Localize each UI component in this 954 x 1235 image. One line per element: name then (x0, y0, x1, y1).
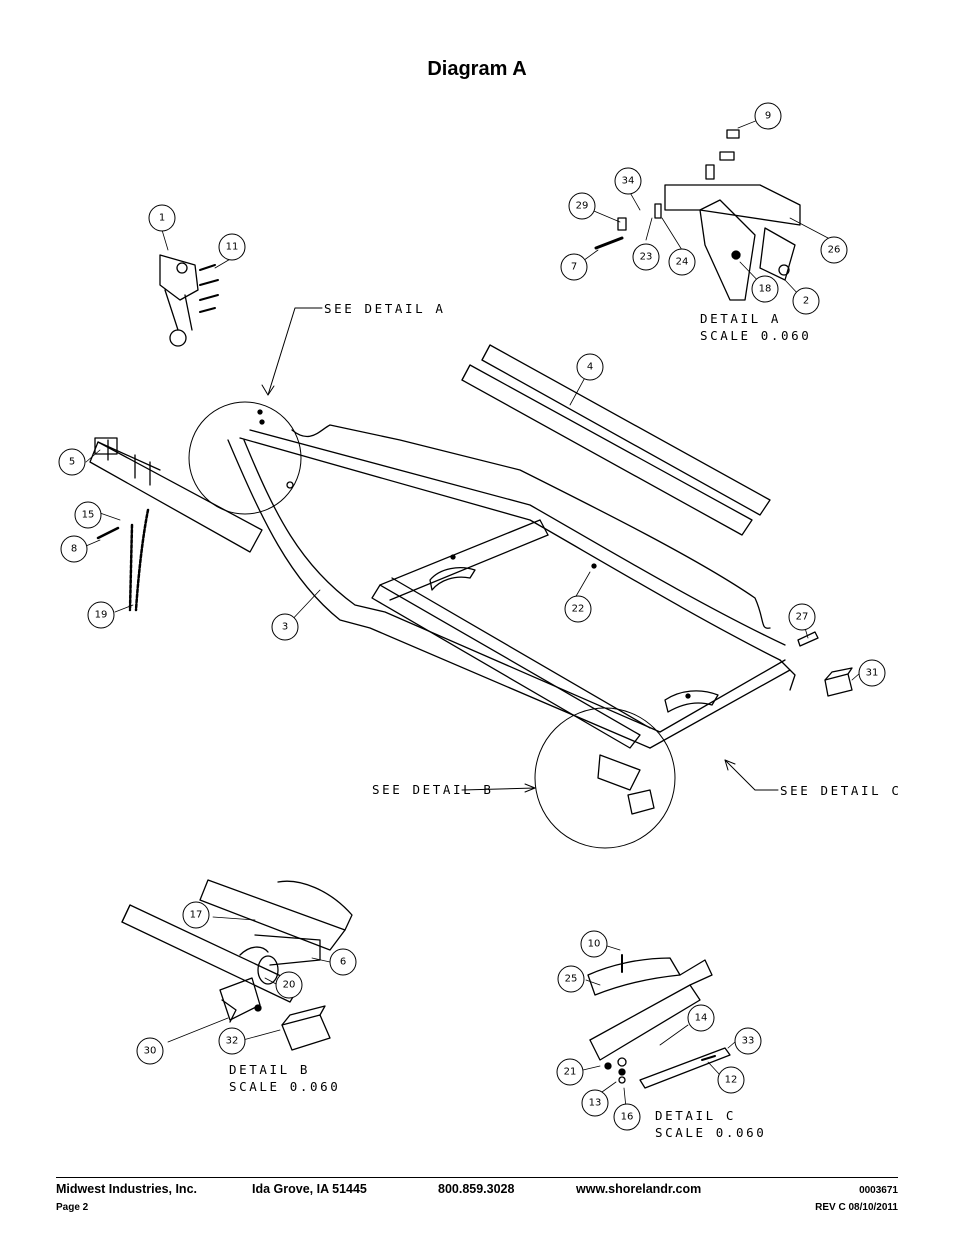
callout-15 (74, 501, 102, 529)
callout-24-text: 24 (676, 257, 689, 268)
callout-4-text: 4 (587, 362, 593, 373)
footer-doc-number: 0003671 (859, 1185, 898, 1196)
callout-7-text: 7 (571, 262, 577, 273)
callout-30-text: 30 (144, 1046, 157, 1057)
callout-11-text: 11 (226, 242, 239, 253)
callout-12 (717, 1066, 745, 1094)
callout-25 (557, 965, 585, 993)
callout-31 (858, 659, 886, 687)
callout-32 (218, 1027, 246, 1055)
callout-9 (754, 102, 782, 130)
callout-9-text: 9 (765, 111, 771, 122)
callout-25-text: 25 (565, 974, 578, 985)
callout-19 (87, 601, 115, 629)
see-detail-b-label: SEE DETAIL B (372, 782, 494, 797)
see-detail-a-label: SEE DETAIL A (324, 301, 446, 316)
page-title: Diagram A (427, 58, 527, 80)
callout-8 (60, 535, 88, 563)
detail-a-scale: SCALE 0.060 (700, 328, 811, 343)
callout-5-text: 5 (69, 457, 75, 468)
callout-20-text: 20 (283, 980, 296, 991)
see-detail-c-label: SEE DETAIL C (780, 783, 902, 798)
callout-29-text: 29 (576, 201, 589, 212)
footer-page: Page 2 (56, 1202, 89, 1213)
callout-18 (751, 275, 779, 303)
callout-26 (820, 236, 848, 264)
callout-6-text: 6 (340, 957, 346, 968)
callout-31-text: 31 (866, 668, 879, 679)
callout-1 (148, 204, 176, 232)
callout-33-text: 33 (742, 1036, 755, 1047)
callout-27 (788, 603, 816, 631)
detail-b-label: DETAIL B (229, 1062, 310, 1077)
footer-city: Ida Grove, IA 51445 (252, 1182, 367, 1196)
callout-30 (136, 1037, 164, 1065)
callout-14-text: 14 (695, 1013, 708, 1024)
callout-33 (734, 1027, 762, 1055)
footer-phone: 800.859.3028 (438, 1182, 515, 1196)
callout-16-text: 16 (621, 1112, 634, 1123)
footer-revision: REV C 08/10/2011 (815, 1202, 898, 1213)
callout-22-text: 22 (572, 604, 585, 615)
detail-a-label: DETAIL A (700, 311, 781, 326)
callout-13 (581, 1089, 609, 1117)
callout-11 (218, 233, 246, 261)
main-frame-drawing (85, 115, 861, 1109)
detail-c-scale: SCALE 0.060 (655, 1125, 766, 1140)
callout-12-text: 12 (725, 1075, 738, 1086)
callout-2 (792, 287, 820, 315)
callout-32-text: 32 (226, 1036, 239, 1047)
callout-23-text: 23 (640, 252, 653, 263)
callout-6 (329, 948, 357, 976)
callout-23 (632, 243, 660, 271)
callout-19-text: 19 (95, 610, 108, 621)
callout-3 (271, 613, 299, 641)
callout-7 (560, 253, 588, 281)
callout-4 (576, 353, 604, 381)
callout-21 (556, 1058, 584, 1086)
callout-3-text: 3 (282, 622, 288, 633)
callout-27-text: 27 (796, 612, 809, 623)
detail-b-scale: SCALE 0.060 (229, 1079, 340, 1094)
callout-34 (614, 167, 642, 195)
callout-10-text: 10 (588, 939, 601, 950)
callout-10 (580, 930, 608, 958)
callout-5 (58, 448, 86, 476)
callout-15-text: 15 (82, 510, 95, 521)
callout-22 (564, 595, 592, 623)
callout-8-text: 8 (71, 544, 77, 555)
callout-34-text: 34 (622, 176, 635, 187)
callout-18-text: 18 (759, 284, 772, 295)
callout-29 (568, 192, 596, 220)
callout-1-text: 1 (159, 213, 165, 224)
footer-divider (56, 1177, 898, 1178)
detail-c-label: DETAIL C (655, 1108, 736, 1123)
callout-14 (687, 1004, 715, 1032)
footer-company: Midwest Industries, Inc. (56, 1182, 197, 1196)
callout-26-text: 26 (828, 245, 841, 256)
callout-17 (182, 901, 210, 929)
callout-24 (668, 248, 696, 276)
callout-2-text: 2 (803, 296, 809, 307)
callout-20 (275, 971, 303, 999)
callout-17-text: 17 (190, 910, 203, 921)
callout-16 (613, 1103, 641, 1131)
callout-21-text: 21 (564, 1067, 577, 1078)
callout-13-text: 13 (589, 1098, 602, 1109)
footer-website: www.shorelandr.com (576, 1182, 702, 1196)
